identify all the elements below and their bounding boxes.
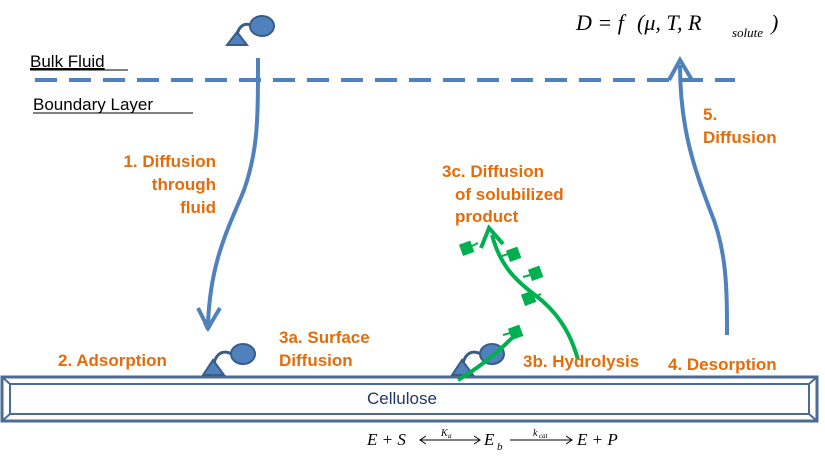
step3c-label: 3c. Diffusion of solubilized product bbox=[442, 162, 564, 226]
svg-text:E: E bbox=[483, 430, 495, 449]
diffusion-out-arrow bbox=[678, 64, 729, 336]
svg-text:cat: cat bbox=[539, 432, 549, 440]
svg-text:fluid: fluid bbox=[180, 198, 216, 217]
svg-text:solute: solute bbox=[732, 25, 763, 40]
svg-text:D = f: D = f bbox=[575, 10, 627, 35]
product-diffusion-arrow bbox=[490, 234, 580, 361]
enzyme-icon-adsorbed bbox=[201, 343, 256, 376]
product-arrowhead bbox=[479, 224, 505, 249]
svg-text:3c. Diffusion: 3c. Diffusion bbox=[442, 162, 544, 181]
cellulose-label: Cellulose bbox=[367, 389, 437, 408]
svg-text:product: product bbox=[455, 207, 519, 226]
svg-text:K: K bbox=[440, 428, 449, 439]
svg-text:5.: 5. bbox=[703, 105, 717, 124]
boundary-layer-label: Boundary Layer bbox=[33, 95, 153, 114]
step5-label: 5. Diffusion bbox=[703, 105, 777, 147]
svg-text:through: through bbox=[152, 175, 216, 194]
kinetics-equation: E + S K a E b k cat E + P bbox=[366, 428, 618, 453]
svg-text:Diffusion: Diffusion bbox=[279, 351, 353, 370]
svg-text:of solubilized: of solubilized bbox=[455, 185, 564, 204]
step3a-label: 3a. Surface Diffusion bbox=[279, 328, 370, 370]
product-molecules bbox=[458, 240, 544, 340]
step4-label: 4. Desorption bbox=[668, 355, 777, 374]
svg-text:3a. Surface: 3a. Surface bbox=[279, 328, 370, 347]
svg-text:b: b bbox=[497, 441, 503, 453]
step1-label: 1. Diffusion through fluid bbox=[123, 152, 216, 217]
cellulose-bar bbox=[0, 375, 819, 423]
arrowhead-up bbox=[667, 55, 694, 82]
svg-text:k: k bbox=[533, 428, 538, 439]
svg-text:E + S: E + S bbox=[366, 430, 406, 449]
step3b-label: 3b. Hydrolysis bbox=[523, 352, 639, 371]
cellulose-chain-cut bbox=[456, 336, 514, 382]
diffusion-through-fluid-arrow bbox=[208, 57, 260, 325]
enzyme-icon-bulk bbox=[224, 15, 275, 46]
step2-label: 2. Adsorption bbox=[58, 351, 167, 370]
enzyme-icon-hydrolysis bbox=[450, 343, 505, 376]
svg-text:(μ, T, R: (μ, T, R bbox=[637, 10, 702, 35]
svg-text:Diffusion: Diffusion bbox=[703, 128, 777, 147]
svg-text:): ) bbox=[769, 10, 778, 35]
svg-text:1. Diffusion: 1. Diffusion bbox=[123, 152, 216, 171]
svg-text:a: a bbox=[448, 432, 452, 440]
bulk-fluid-label: Bulk Fluid bbox=[30, 52, 105, 71]
diffusion-equation: D = f (μ, T, R solute ) bbox=[575, 10, 778, 40]
svg-text:E + P: E + P bbox=[576, 430, 618, 449]
arrowhead-down bbox=[196, 306, 222, 333]
